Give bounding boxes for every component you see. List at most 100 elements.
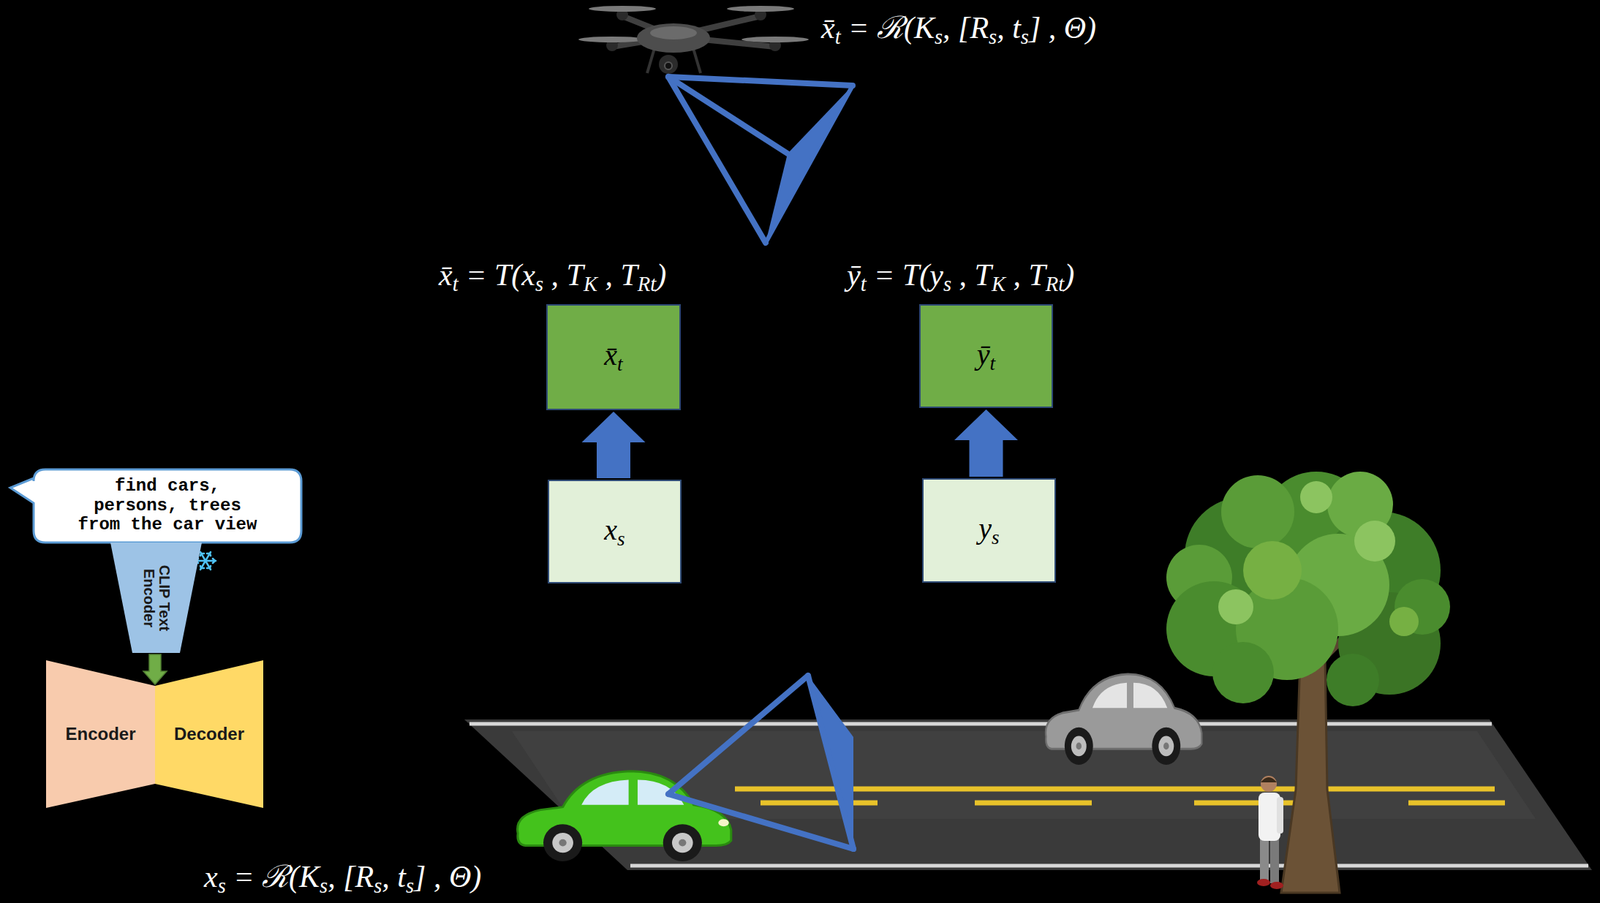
road-part [464,719,1592,871]
car-camera-frustum-part [668,794,854,849]
drone-part [578,36,646,43]
road-part [1408,800,1505,806]
road [464,719,1592,871]
rotated-text-holder: CLIP Text Encoder [141,557,172,639]
formula-holder: x̄t = ℛ(Ks, [Rs, ts] , Θ) [821,10,1097,50]
subscript: s [217,874,226,898]
drone-part [726,5,795,12]
target-label-box: ȳt [919,304,1054,409]
node-text: ȳt [976,337,996,376]
car-camera-frustum-part [668,675,809,795]
grey-car-part [1151,727,1181,765]
tree-part [1300,481,1333,514]
decoder-block: Decoder [155,660,264,809]
subscript: s [991,526,1000,549]
person-part [1270,838,1279,884]
drone-part [693,48,701,74]
drone-camera-frustum-part [765,85,853,243]
node-text: xs [604,513,625,551]
person-part [1270,881,1284,890]
subscript: K [583,272,598,296]
subscript: t [860,272,867,296]
road-part [1194,800,1301,806]
green-car-part [558,839,566,847]
drone-part [658,54,678,74]
drone-part [741,36,809,43]
formula: ȳt = T(ys , TK , TRt) [846,258,1075,292]
formula: x̄t = ℛ(Ks, [Rs, ts] , Θ) [821,10,1097,45]
block-arrow [954,409,1018,477]
subscript: s [1020,25,1029,49]
tree-part [1218,589,1254,625]
subscript: s [934,25,943,49]
car-camera-frustum-part [808,675,854,849]
road-part [630,864,1589,869]
green-car [517,771,732,862]
subscript: Rt [1045,272,1064,296]
grey-car-part [1092,682,1127,708]
green-car-part [663,824,703,862]
encoder-block: Encoder [46,660,156,809]
tree-part [1326,653,1380,707]
block-arrow [143,654,167,685]
tree-part [1243,541,1302,600]
frozen-snowflake-part [200,552,211,570]
formula: xs = ℛ(Ks, [Rs, ts] , Θ) [204,859,482,894]
formula: x̄t = T(xs , TK , TRt) [438,258,667,292]
green-car-part [672,832,694,853]
drone-part [647,48,655,74]
road-part [760,800,878,806]
green-car-part [678,839,686,847]
formula-holder: ȳt = T(ys , TK , TRt) [846,257,1075,297]
person-part [1276,797,1284,834]
subscript: t [617,353,624,376]
drone-part [650,26,697,40]
green-car-part [552,832,574,853]
grey-car-part [1158,736,1174,757]
text-encoder-trapezoid: CLIP Text Encoder [110,542,202,654]
node-text: x̄t [604,338,623,376]
person [1257,775,1284,890]
person-part [1260,777,1277,783]
tree-part [1389,606,1419,637]
formula-holder: xs = ℛ(Ks, [Rs, ts] , Θ) [204,859,482,899]
encoder-shape [46,660,156,809]
node-text: ys [978,511,999,550]
subscript: s [943,272,952,296]
drone-camera-frustum-part [765,85,853,243]
drone-part [664,62,673,70]
grey-car-part [1133,682,1168,708]
text-prompt-bubble: find cars, persons, trees from the car v… [33,469,302,543]
grey-car-part [1076,742,1082,750]
bubble-shape [10,469,302,543]
green-car-part [718,819,729,827]
road-part [974,800,1092,806]
drone-part [588,5,656,12]
drone-camera-frustum-part [668,76,766,243]
road-part [469,722,1492,727]
green-car-part [581,780,629,806]
green-car-part [543,824,583,862]
subscript: K [991,272,1006,296]
tree-part [1221,475,1295,549]
tree [1166,471,1451,893]
subscript: t [990,351,996,374]
drone-camera-frustum [668,76,853,243]
car-camera-frustum [668,675,854,849]
tree-part [1212,642,1274,704]
formula-holder: x̄t = T(xs , TK , TRt) [438,257,667,297]
trapezoid-fill [110,542,202,654]
grey-car-part [1071,736,1087,757]
grey-car-part [1064,727,1094,765]
subscript: s [405,874,414,898]
subscript: t [452,272,459,296]
grey-car-part [1163,742,1169,750]
subscript: s [988,25,997,49]
node-text: CLIP Text Encoder [141,557,172,639]
tree-part [1354,520,1396,562]
subscript: s [373,874,382,898]
block-arrow [582,411,646,479]
node-text: find cars, persons, trees from the car v… [73,476,262,537]
